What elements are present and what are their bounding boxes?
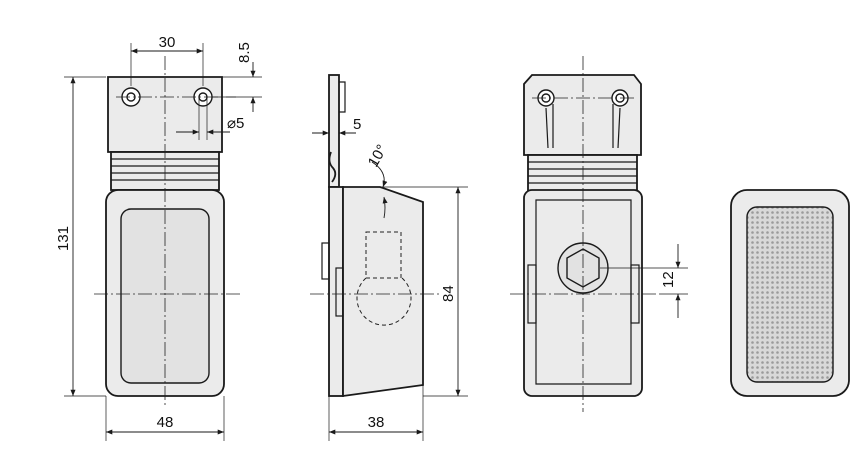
- side-housing: [342, 186, 424, 398]
- dim-lamp-height: 84: [440, 285, 457, 302]
- side-neck: [328, 151, 337, 183]
- rear-neck-ribs: [527, 154, 638, 192]
- lens-view: [730, 189, 850, 397]
- dim-base-width: 48: [157, 414, 174, 431]
- side-view: 5 10° 84 38: [310, 74, 468, 441]
- dim-hole-diameter: ⌀5: [227, 115, 244, 132]
- rear-view: 12: [510, 56, 688, 412]
- dim-bolt-offset: 12: [660, 271, 677, 288]
- front-view: 30 8.5 ⌀5 131 48: [55, 34, 262, 441]
- dim-overall-height: 131: [55, 226, 72, 251]
- lens-mesh: [746, 206, 834, 383]
- dim-bracket-thickness: 5: [353, 116, 361, 133]
- side-hidden-bolt: [365, 231, 402, 279]
- dim-edge-offset: 8.5: [236, 42, 253, 63]
- dim-angle: 10°: [365, 142, 391, 170]
- dim-depth: 38: [368, 414, 385, 431]
- rear-bracket: [523, 74, 642, 156]
- dim-hole-spacing: 30: [159, 34, 176, 51]
- side-hidden-boss: [356, 277, 412, 326]
